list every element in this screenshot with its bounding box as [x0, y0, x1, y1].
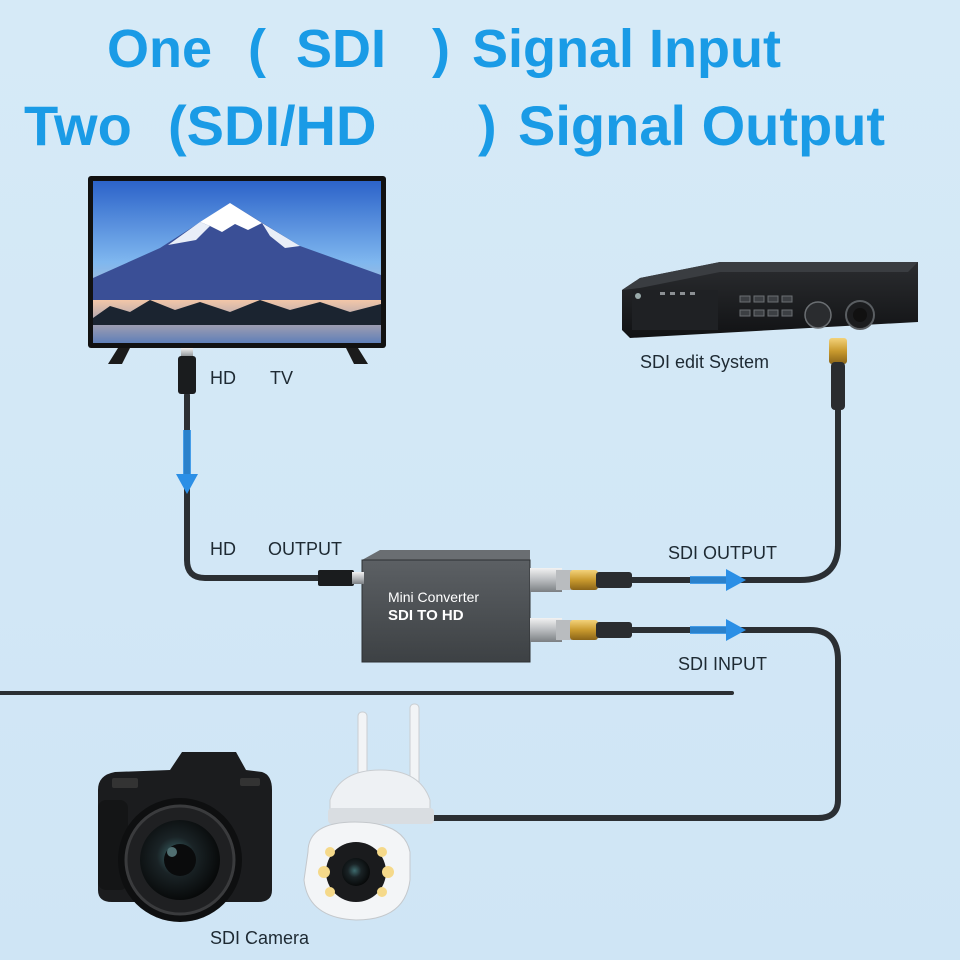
cables: [0, 392, 841, 821]
dslr-camera-icon: [98, 752, 272, 922]
converter-label-top: Mini Converter: [388, 589, 480, 605]
headline-open-paren: (: [248, 19, 266, 79]
sdi-output-label: SDI OUTPUT: [668, 543, 778, 563]
headline-line-2: Two (SDI/HD ) Signal Output: [0, 98, 960, 160]
converter-box-icon: [361, 550, 572, 663]
bnc-plug-output-icon: [570, 570, 632, 590]
signal-arrows: [176, 430, 746, 641]
down-arrow-icon: [176, 430, 198, 494]
tv-icon: [88, 176, 386, 364]
bnc-plug-top-icon: [829, 338, 847, 410]
hd-output-label-hd: HD: [210, 539, 236, 559]
converter-label-bottom: SDI TO HD: [388, 607, 464, 624]
edit-system-label: SDI edit System: [640, 352, 770, 372]
headline-close-paren-2: ): [478, 94, 497, 157]
hd-output-label-output: OUTPUT: [268, 539, 342, 559]
headline-signal-output: Signal Output: [518, 94, 886, 157]
bnc-plug-input-icon: [570, 620, 632, 640]
sdi-input-cable: [429, 627, 841, 821]
recorder-icon: [622, 262, 918, 338]
headline-signal-input: Signal Input: [472, 19, 781, 79]
dome-camera-icon: [303, 703, 434, 921]
right-arrow-input-icon: [690, 619, 746, 641]
headline-line-1: One ( SDI ) Signal Input: [0, 22, 960, 82]
headline-one: One: [107, 19, 213, 79]
right-arrow-output-icon: [690, 569, 746, 591]
camera-label: SDI Camera: [210, 928, 310, 948]
headline-two: Two: [24, 94, 132, 157]
tv-label-tv: TV: [270, 368, 294, 388]
sdi-input-label: SDI INPUT: [678, 654, 768, 674]
hdmi-plug-top-icon: [178, 348, 196, 394]
hd-cable: [184, 392, 321, 581]
sdi-output-cable: [627, 407, 841, 583]
headline-close-paren: ): [432, 19, 450, 79]
hdmi-plug-converter-icon: [318, 570, 364, 586]
headline-sdi-hd: (SDI/HD: [168, 94, 377, 157]
headline-sdi: SDI: [296, 19, 387, 79]
tv-label-hd: HD: [210, 368, 236, 388]
